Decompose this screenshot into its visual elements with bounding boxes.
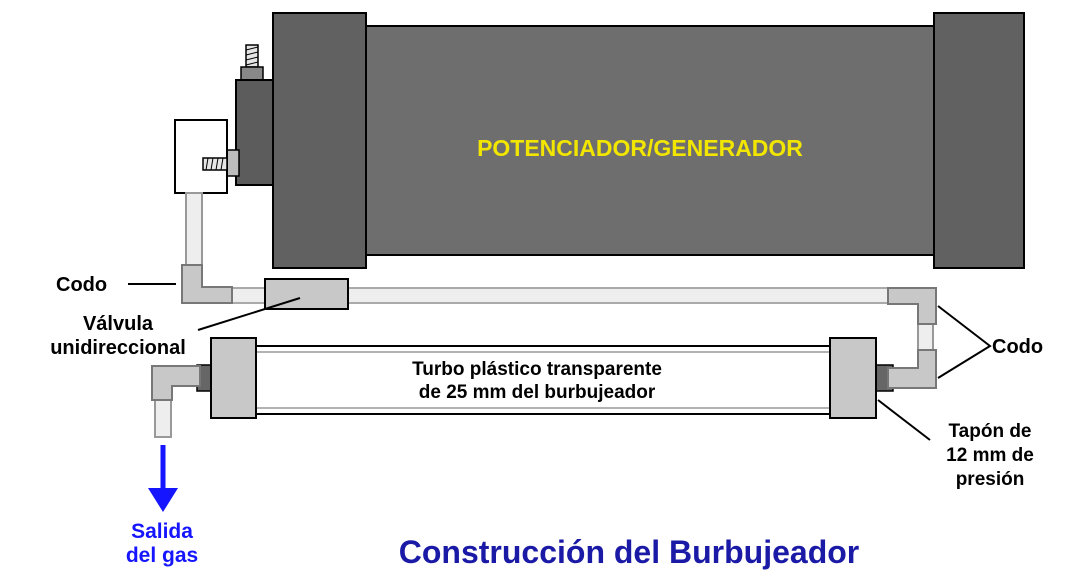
side-nut (226, 149, 240, 177)
leader-cap (877, 399, 931, 441)
leader-check-valve (197, 297, 301, 331)
generator-right-cap (933, 12, 1025, 269)
tube-label-line2: de 25 mm del burbujeador (419, 382, 656, 403)
elbows (151, 264, 937, 401)
elbow-left-exit (151, 365, 201, 401)
tube-left-end-cap (210, 337, 257, 419)
tube-label-line1: Turbo plástico transparente (412, 359, 662, 380)
pipe-down-from-box (185, 192, 203, 268)
outlet-assembly (174, 44, 274, 194)
label-check-valve-line2: unidireccional (50, 337, 186, 359)
generator-label: POTENCIADOR/GENERADOR (477, 135, 803, 161)
generator: POTENCIADOR/GENERADOR (272, 12, 1025, 269)
elbow-left-top (181, 264, 233, 304)
gas-outlet-arrow-icon (148, 445, 178, 512)
outlet-block (235, 79, 274, 186)
page-title: Construcción del Burbujeador (399, 534, 859, 570)
pipe-left-exit (154, 394, 172, 438)
label-elbow-right: Codo (992, 336, 1043, 358)
labels: Codo Válvula unidireccional Codo Tapón d… (50, 274, 1043, 490)
label-check-valve-line1: Válvula (83, 313, 154, 335)
label-cap-line1: Tapón de (948, 421, 1031, 442)
label-cap-line3: presión (956, 469, 1025, 490)
elbow-right-top (887, 287, 937, 325)
leader-lines (128, 283, 992, 441)
leader-elbow-right (937, 305, 992, 379)
top-screw-icon (240, 44, 264, 81)
bubbler-tube: Turbo plástico transparente de 25 mm del… (210, 337, 877, 419)
small-box (174, 119, 228, 194)
elbow-right-bottom (887, 349, 937, 389)
label-elbow-left: Codo (56, 274, 107, 296)
tube-body (244, 345, 834, 415)
side-screw-icon (202, 157, 228, 171)
generator-left-cap (272, 12, 367, 269)
label-cap-line2: 12 mm de (946, 445, 1034, 466)
generator-body (365, 25, 935, 256)
tube-right-end-cap (829, 337, 877, 419)
label-gas-out-line1: Salida (131, 520, 193, 543)
label-gas-out-line2: del gas (126, 544, 198, 567)
